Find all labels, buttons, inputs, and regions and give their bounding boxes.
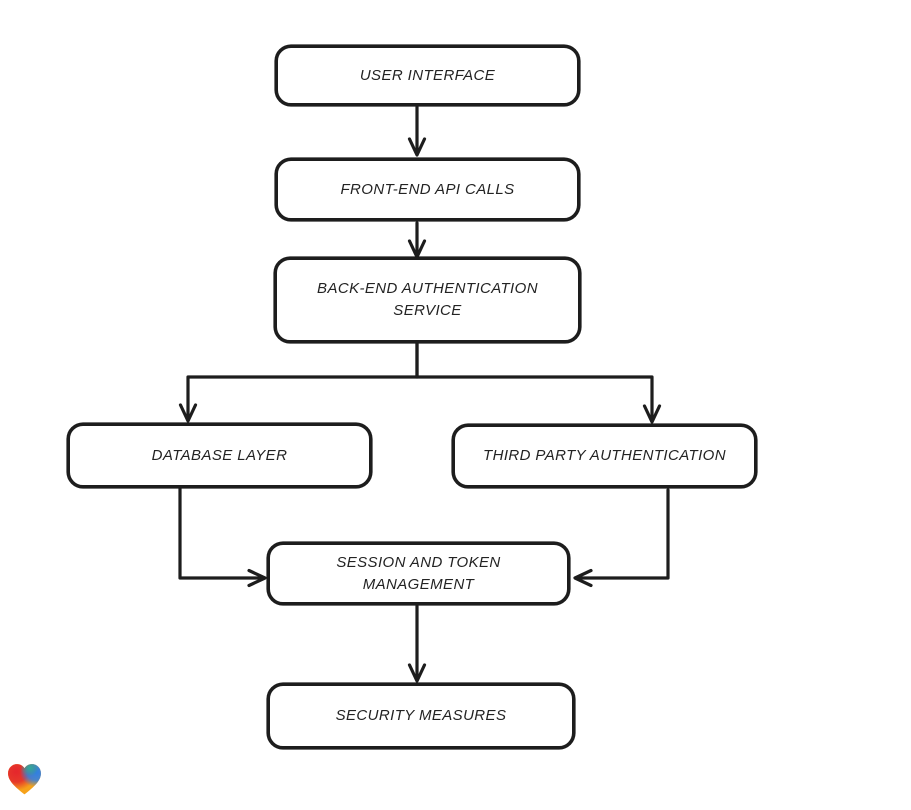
node-label: THIRD PARTY AUTHENTICATION	[483, 447, 726, 465]
edge-ui-to-api	[407, 105, 427, 157]
node-user-interface: USER INTERFACE	[275, 45, 580, 106]
edge-thirdparty-to-session	[573, 488, 670, 588]
node-label: SESSION AND TOKEN MANAGEMENT	[336, 553, 501, 593]
node-back-end-authentication-service: BACK-END AUTHENTICATION SERVICE	[274, 257, 581, 343]
node-label: DATABASE LAYER	[151, 446, 288, 464]
node-security-measures: SECURITY MEASURES	[267, 683, 575, 749]
edge-backend-to-thirdparty	[415, 341, 662, 424]
node-label: FRONT-END API CALLS	[340, 180, 515, 198]
node-label: SECURITY MEASURES	[335, 707, 507, 725]
node-third-party-authentication: THIRD PARTY AUTHENTICATION	[452, 424, 757, 488]
node-label: BACK-END AUTHENTICATION SERVICE	[317, 280, 538, 319]
node-front-end-api-calls: FRONT-END API CALLS	[275, 158, 580, 221]
edge-database-to-session	[178, 486, 267, 588]
heart-logo-icon[interactable]	[6, 761, 43, 798]
node-session-and-token-management: SESSION AND TOKEN MANAGEMENT	[267, 542, 570, 605]
edge-api-to-backend	[407, 221, 427, 259]
edge-session-to-security	[407, 604, 427, 683]
node-label: USER INTERFACE	[359, 66, 496, 84]
edge-backend-to-database	[178, 341, 419, 423]
node-database-layer: DATABASE LAYER	[67, 423, 372, 488]
